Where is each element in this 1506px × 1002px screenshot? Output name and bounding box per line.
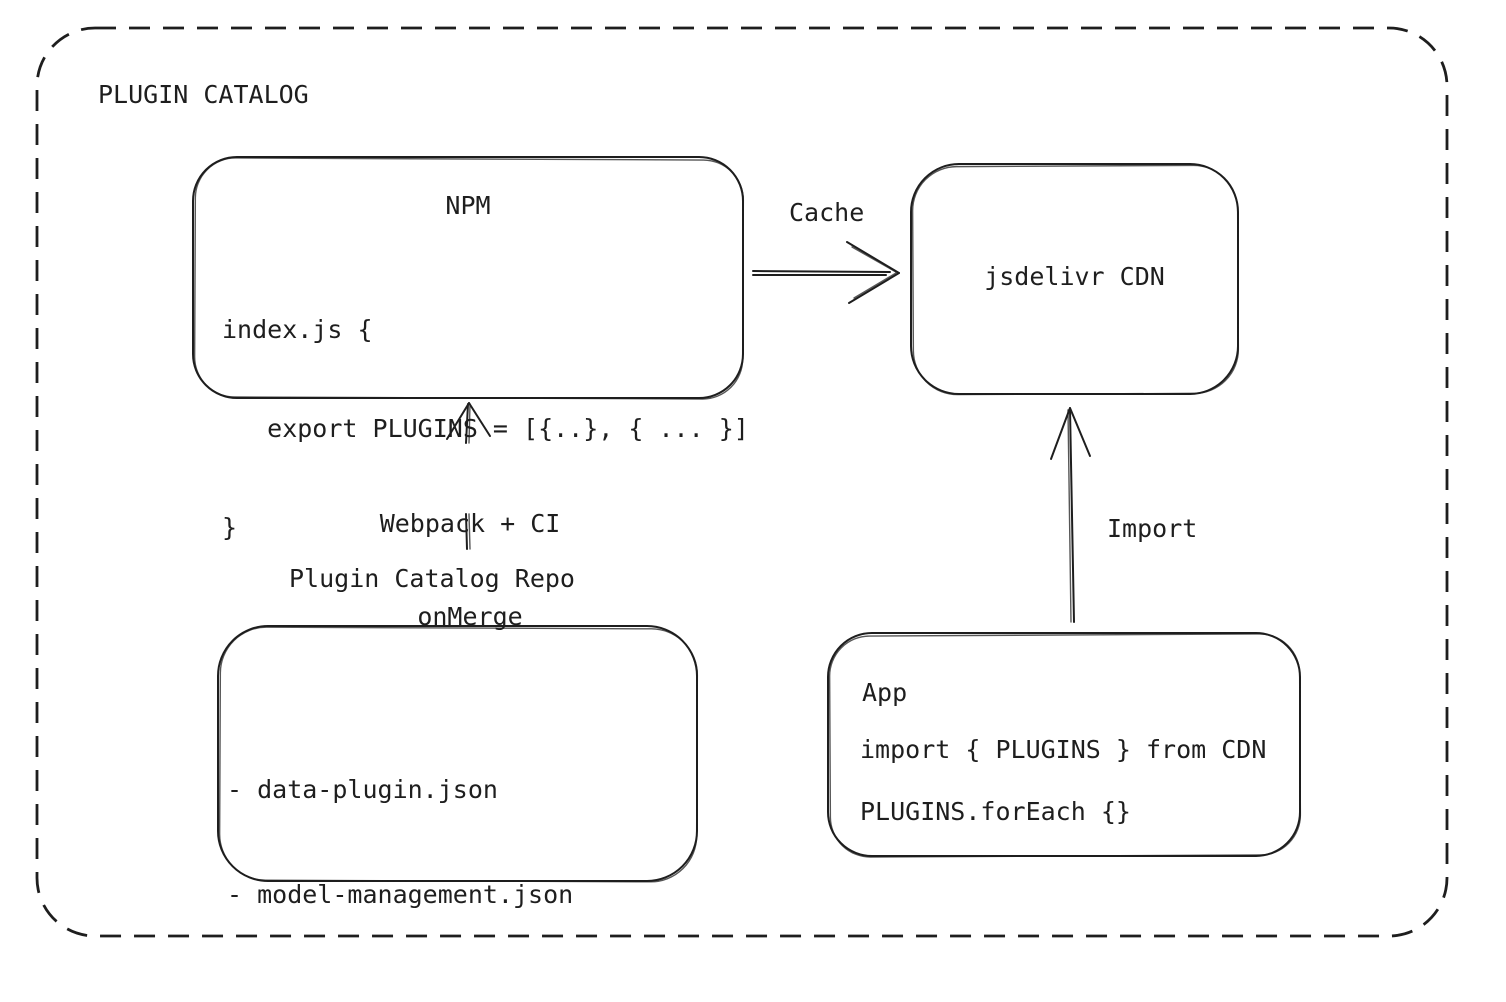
npm-code-line: export PLUGINS = [{..}, { ... }] [222, 414, 749, 443]
build-arrow-label-line1: Webpack + CI [379, 509, 561, 538]
repo-list: - data-plugin.json - model-management.js… [227, 702, 573, 1002]
cache-arrow-label: Cache [789, 198, 865, 227]
npm-code-line: index.js { [222, 315, 373, 344]
cdn-box-shape [910, 163, 1240, 396]
app-code-foreach: PLUGINS.forEach {} [860, 797, 1131, 826]
npm-code-block: index.js { export PLUGINS = [{..}, { ...… [222, 247, 749, 610]
repo-list-item: ... [227, 985, 273, 1002]
app-code-import: import { PLUGINS } from CDN [860, 735, 1267, 764]
app-box-title: App [862, 678, 908, 707]
npm-box-title: NPM [445, 191, 491, 220]
repo-list-item: - data-plugin.json [227, 775, 498, 804]
import-arrow-label: Import [1107, 514, 1198, 543]
catalog-dashed-border [35, 26, 1449, 938]
repo-heading: Plugin Catalog Repo [289, 564, 575, 593]
app-box-shape [827, 632, 1302, 858]
npm-box-shape [192, 156, 745, 400]
import-arrow [1050, 407, 1091, 623]
build-arrow-label-line2: onMerge [417, 602, 523, 631]
npm-code-line: } [222, 513, 238, 542]
repo-box-shape [217, 625, 699, 883]
repo-list-item: - model-management.json [227, 880, 574, 909]
diagram-title: PLUGIN CATALOG [98, 80, 309, 109]
cdn-box-label: jsdelivr CDN [984, 262, 1165, 291]
build-arrow [446, 402, 491, 550]
cache-arrow [752, 241, 900, 304]
build-arrow-label: Webpack + CI onMerge [330, 446, 610, 694]
